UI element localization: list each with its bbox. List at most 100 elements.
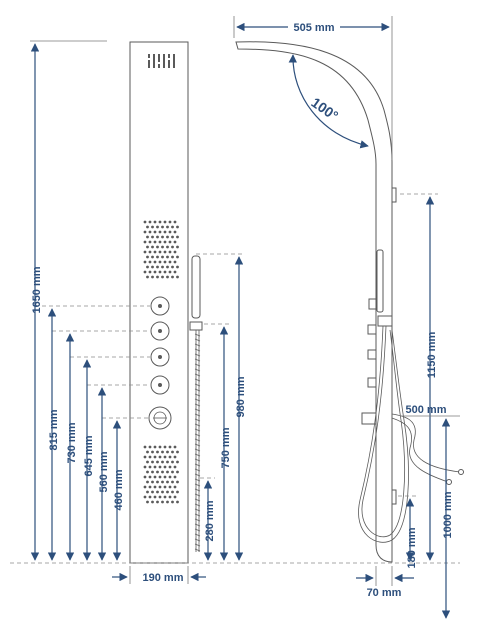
jet-dot	[168, 260, 172, 264]
side-hose	[358, 325, 409, 543]
hose-rib	[194, 533, 201, 537]
jet-dot	[158, 495, 162, 499]
jet-dot	[171, 470, 174, 474]
dim-angle: 100°	[308, 94, 341, 124]
top-nozzle-grille	[148, 54, 175, 68]
jet-dot	[166, 275, 169, 279]
jet-dot	[151, 225, 154, 229]
jet-dot	[166, 225, 169, 229]
dim-815: 815 mm	[48, 409, 60, 450]
jet-dot	[161, 470, 164, 474]
hose-rib	[194, 388, 201, 392]
jet-dot	[151, 275, 154, 279]
jet-dot	[148, 250, 152, 254]
side-outlet-3	[367, 349, 377, 360]
jet-dot	[158, 445, 162, 449]
dim-730: 730 mm	[66, 422, 78, 463]
jet-dot	[156, 275, 159, 279]
jet-dot	[146, 225, 149, 229]
jet-dot	[161, 490, 164, 494]
jet-dot	[173, 250, 177, 254]
hand-shower-dimensions: 280 mm 750 mm 980 mm	[196, 253, 247, 561]
jet-dot	[151, 480, 154, 484]
jet-dot	[153, 230, 157, 234]
jet-dot	[146, 255, 149, 259]
jet-dot	[153, 475, 157, 479]
dim-500: 500 mm	[406, 404, 447, 416]
jet-dot	[148, 485, 152, 489]
hose-rib	[194, 483, 201, 487]
jet-dot	[161, 460, 164, 464]
jet-dot	[156, 450, 159, 454]
jet-dot	[171, 490, 174, 494]
jet-dot	[171, 255, 174, 259]
jet-dot	[161, 480, 164, 484]
jet-dot	[176, 460, 179, 464]
jet-dot	[158, 230, 162, 234]
jet-dot	[156, 265, 159, 269]
jet-dot	[146, 500, 149, 504]
jet-dot	[151, 235, 154, 239]
jet-dot	[143, 250, 147, 254]
jet-dot	[168, 230, 172, 234]
jet-dot	[151, 490, 154, 494]
hose-rib	[194, 518, 201, 522]
side-outlet-4	[367, 377, 377, 388]
jet-dot	[143, 230, 147, 234]
dim-505: 505 mm	[294, 22, 335, 34]
jet-dot	[146, 460, 149, 464]
hose-rib	[194, 463, 201, 467]
hose-rib	[194, 508, 201, 512]
hose-rib	[194, 403, 201, 407]
jet-dot	[163, 465, 167, 469]
jet-dot	[158, 270, 162, 274]
jet-dot	[151, 265, 154, 269]
jet-dot	[153, 240, 157, 244]
hose-rib	[194, 453, 201, 457]
hand-shower	[189, 255, 203, 552]
hose-rib	[194, 418, 201, 422]
jet-dot	[161, 255, 164, 259]
side-bracket-top	[391, 187, 397, 203]
jet-dot	[168, 270, 172, 274]
jet-dot	[146, 490, 149, 494]
jet-dot	[146, 480, 149, 484]
hose-rib	[194, 333, 201, 337]
jet-dot	[153, 485, 157, 489]
jet-dot	[168, 240, 172, 244]
jet-dot	[148, 475, 152, 479]
side-bracket-bottom	[391, 489, 397, 505]
hose-rib	[194, 353, 201, 357]
jet-dot	[166, 470, 169, 474]
dim-980: 980 mm	[235, 376, 247, 417]
jet-dot	[163, 250, 167, 254]
jet-dot	[176, 265, 179, 269]
dim-750: 750 mm	[220, 427, 232, 468]
jet-dot	[163, 240, 167, 244]
hose-rib	[194, 348, 201, 352]
jet-dot	[143, 445, 147, 449]
dim-total-height: 1650 mm	[31, 266, 43, 313]
jet-dot	[163, 270, 167, 274]
upper-jet-grid	[143, 220, 179, 279]
jet-dot	[158, 240, 162, 244]
jet-dot	[173, 455, 177, 459]
hose-rib	[194, 443, 201, 447]
diverter-knob-4	[150, 375, 170, 395]
dim-1000: 1000 mm	[442, 491, 454, 538]
inlet-hose-2	[391, 417, 449, 483]
jet-dot	[148, 455, 152, 459]
side-thermostat	[361, 412, 377, 425]
jet-dot	[158, 455, 162, 459]
jet-dot	[148, 260, 152, 264]
jet-dot	[151, 245, 154, 249]
jet-dot	[168, 495, 172, 499]
jet-dot	[168, 250, 172, 254]
thermostat-knob	[148, 406, 172, 430]
hose-rib	[194, 548, 201, 552]
hose-rib	[194, 368, 201, 372]
dim-1150: 1150 mm	[426, 332, 438, 379]
dim-190: 190 mm	[143, 572, 184, 584]
hose-rib	[194, 528, 201, 532]
